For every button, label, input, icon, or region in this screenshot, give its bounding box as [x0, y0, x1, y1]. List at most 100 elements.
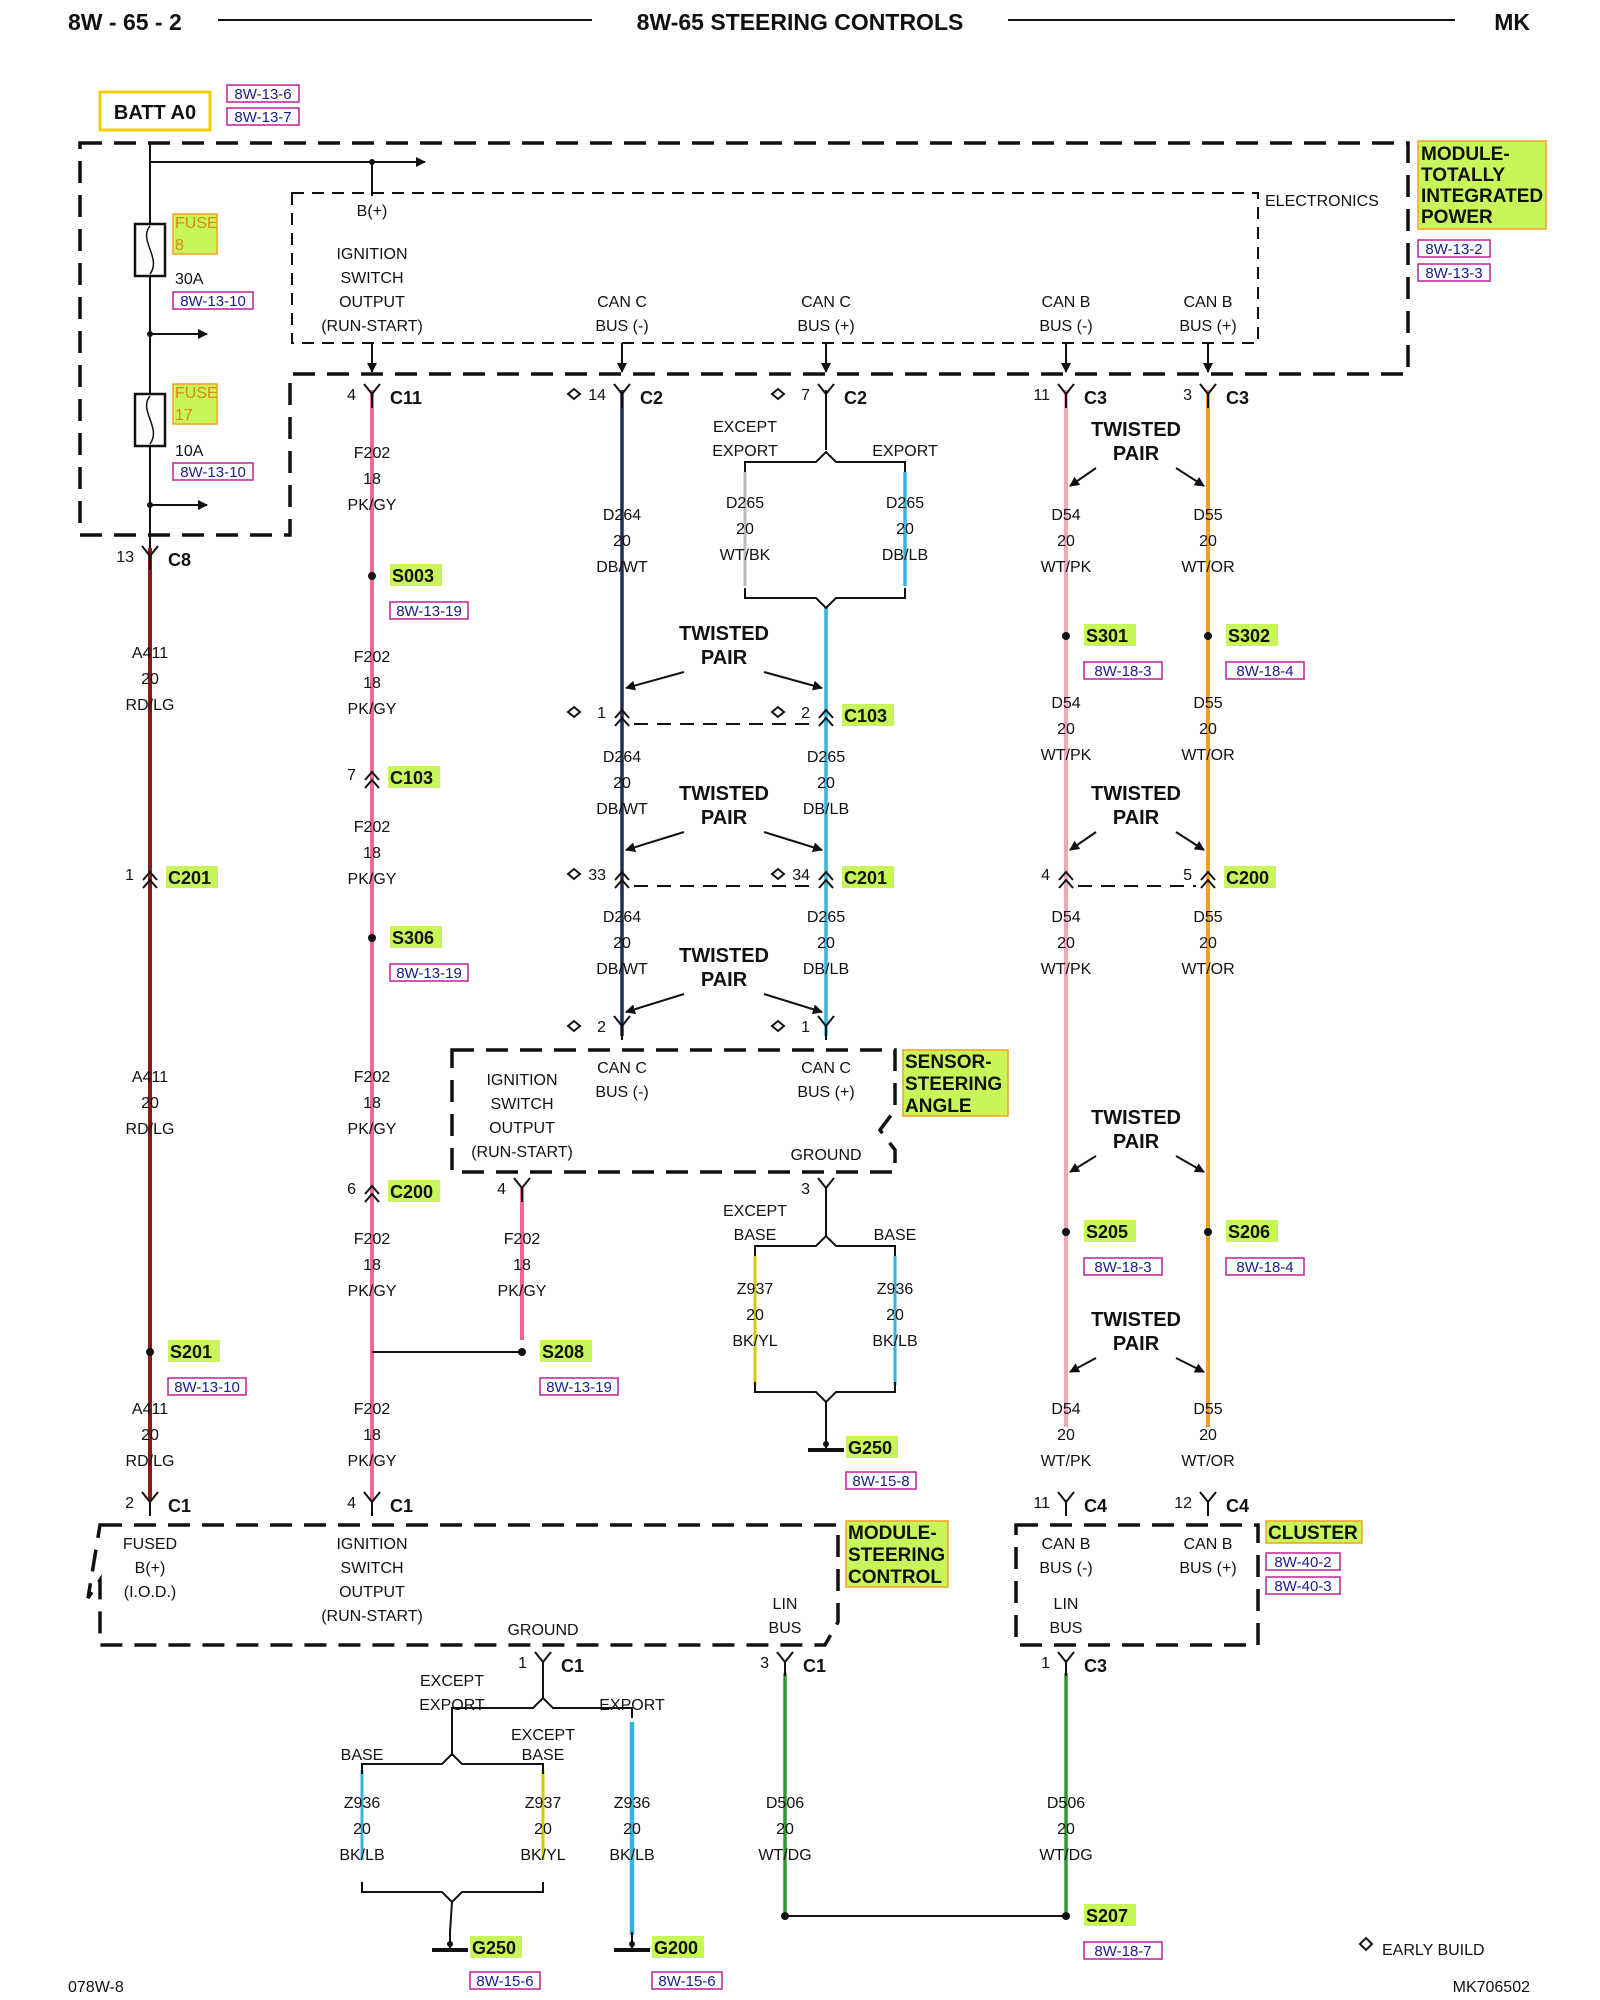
connector-name: C4 [1084, 1496, 1107, 1516]
wire-circuit: D55 [1193, 507, 1222, 524]
wire-color: BK/LB [872, 1333, 917, 1350]
connector-y-icon [513, 1177, 531, 1202]
connector-pin-number: 3 [801, 1181, 810, 1198]
wire-gauge: 20 [1199, 1427, 1217, 1444]
twisted-arrow [625, 993, 685, 1015]
connector-chevron-icon [818, 870, 834, 889]
wire-circuit: Z936 [344, 1795, 381, 1812]
connector-chevron-icon [614, 870, 630, 889]
connector-y-icon [141, 545, 159, 570]
svg-text:OUTPUT: OUTPUT [339, 1584, 405, 1601]
wire-gauge: 20 [141, 1427, 159, 1444]
connector-pin-number: 2 [125, 1495, 134, 1512]
wire-gauge: 20 [623, 1821, 641, 1838]
wire-circuit: D265 [807, 909, 845, 926]
ground-ref: 8W-15-8 [852, 1473, 909, 1490]
svg-text:BUS (-): BUS (-) [595, 318, 648, 335]
connector-name: C2 [640, 388, 663, 408]
svg-text:BUS (-): BUS (-) [1039, 318, 1092, 335]
cluster-ref-1[interactable]: 8W-40-2 [1265, 1552, 1341, 1571]
splice-ref-box [1225, 661, 1305, 680]
connector-name: C8 [168, 550, 191, 570]
svg-text:8W-13-3: 8W-13-3 [1425, 265, 1482, 282]
wire-circuit: D55 [1193, 1401, 1222, 1418]
connector--pin-2: 2 [597, 1019, 606, 1036]
scm-pin-fused: FUSED B(+) (I.O.D.) [123, 1536, 177, 1601]
batt-a0-label: BATT A0 [98, 90, 212, 132]
svg-text:B(+): B(+) [135, 1560, 166, 1577]
tipm-ref-2[interactable]: 8W-13-3 [1417, 263, 1491, 282]
batt-ref-2[interactable]: 8W-13-7 [226, 107, 300, 126]
connector-highlight [1224, 866, 1276, 888]
fuse-17-ref[interactable]: 8W-13-10 [172, 462, 254, 481]
wire-circuit: A411 [132, 1401, 168, 1418]
svg-text:8W-40-2: 8W-40-2 [1274, 1554, 1331, 1571]
twisted-text: TWISTED [1091, 783, 1181, 805]
svg-text:FUSE: FUSE [175, 215, 218, 232]
sas-pin-canc-neg: CAN C BUS (-) [595, 1060, 648, 1101]
svg-text:CAN C: CAN C [597, 1060, 647, 1077]
wire-circuit: D54 [1051, 909, 1080, 926]
connector--pin-4: 4 [497, 1181, 506, 1198]
connector-y-icon [613, 1015, 631, 1040]
cluster-outline [1014, 1523, 1260, 1647]
sas-pin-canc-pos: CAN C BUS (+) [797, 1060, 854, 1101]
wire-circuit: D265 [726, 495, 764, 512]
wire-circuit: F202 [504, 1231, 541, 1248]
wire-color: PK/GY [498, 1283, 547, 1300]
wire-gauge: 20 [613, 935, 631, 952]
splice-name: S208 [542, 1342, 584, 1362]
ground-highlight [470, 1936, 522, 1958]
batt-ref-1[interactable]: 8W-13-6 [226, 84, 300, 103]
wire-color: PK/GY [348, 701, 397, 718]
cluster-ref-2[interactable]: 8W-40-3 [1265, 1576, 1341, 1595]
svg-text:8W-13-6: 8W-13-6 [234, 86, 291, 103]
wire-circuit: F202 [354, 1069, 391, 1086]
splice-name: S207 [1086, 1906, 1128, 1926]
connector-pin-number: 3 [1183, 387, 1192, 404]
splice-name: S206 [1228, 1222, 1270, 1242]
connector-name: C200 [1226, 868, 1269, 888]
splice-dot-icon [1204, 1228, 1212, 1236]
electronics-label: ELECTRONICS [1265, 193, 1379, 210]
connector-highlight [166, 866, 218, 888]
connector-name: C3 [1084, 388, 1107, 408]
connector-chevron-icon [1058, 870, 1074, 889]
splice-ref-box [1225, 1257, 1305, 1276]
twisted-text: TWISTED [679, 623, 769, 645]
connector-pin-number: 11 [1033, 387, 1050, 404]
tipm-ref-1[interactable]: 8W-13-2 [1417, 239, 1491, 258]
wire-gauge: 20 [1199, 533, 1217, 550]
twisted-arrow [1175, 831, 1205, 851]
splice-ref: 8W-13-19 [396, 603, 462, 620]
fuse-8-ref[interactable]: 8W-13-10 [172, 291, 254, 310]
connector-pin-number: 34 [792, 867, 810, 884]
early-build-legend: EARLY BUILD [1358, 1936, 1485, 1959]
connector-chevron-icon [1200, 870, 1216, 889]
svg-text:OUTPUT: OUTPUT [339, 294, 405, 311]
ground-ref: 8W-15-6 [476, 1973, 533, 1990]
